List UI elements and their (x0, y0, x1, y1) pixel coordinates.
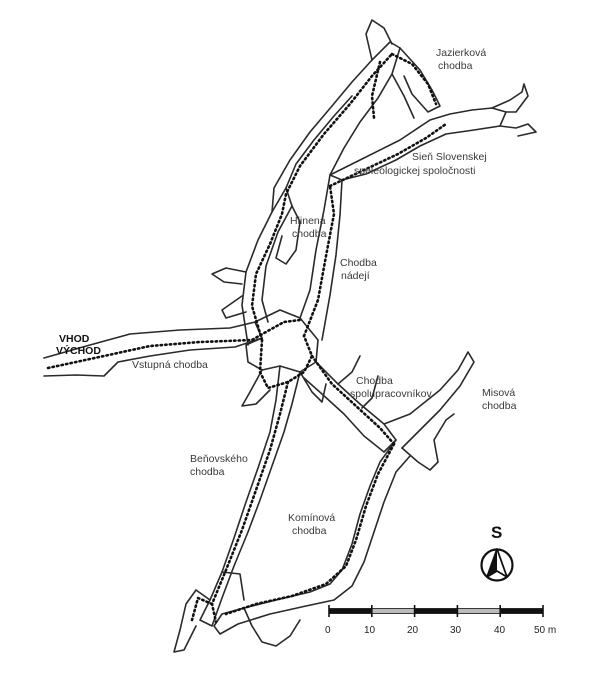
label-vhod: VHOD (59, 333, 90, 345)
scale-bar-graphic (328, 605, 544, 617)
label-nadeji-1: Chodba (340, 257, 377, 269)
label-misova-1: Misová (482, 387, 515, 399)
north-arrow: S (480, 523, 514, 582)
scale-segment (371, 608, 415, 614)
label-hlinena-2: chodba (292, 228, 327, 240)
map-labels: VHOD VÝCHOD Jazierková chodba Sieň Slove… (56, 47, 517, 537)
label-kominova-1: Komínová (288, 512, 335, 524)
scale-tick-20: 20 (407, 625, 419, 636)
label-spolu-1: Chodba (356, 375, 393, 387)
scale-bar: 0 10 20 30 40 50 m (325, 605, 556, 636)
label-sien-2: speleologickej spoločnosti (354, 165, 475, 177)
label-spolu-2: spolupracovníkov (350, 388, 432, 400)
label-hlinena-1: Hlinená (290, 215, 326, 227)
label-benovskeho-2: chodba (190, 466, 225, 478)
label-vychod: VÝCHOD (56, 344, 101, 357)
scale-tick-30: 30 (450, 625, 462, 636)
label-jazierkova-1: Jazierková (436, 47, 486, 59)
survey-line (46, 52, 448, 624)
scale-tick-10: 10 (364, 625, 376, 636)
label-sien-1: Sieň Slovenskej (412, 151, 487, 163)
scale-tick-0: 0 (325, 625, 331, 636)
label-nadeji-2: nádejí (341, 270, 370, 282)
cave-passage-walls (43, 19, 537, 653)
label-jazierkova-2: chodba (438, 60, 473, 72)
scale-segment (456, 608, 501, 614)
scale-segment (414, 608, 458, 614)
compass-arrow-icon (480, 548, 514, 582)
scale-tick-40: 40 (494, 625, 506, 636)
scale-segment (499, 608, 544, 614)
label-benovskeho-1: Beňovského (190, 453, 248, 465)
label-misova-2: chodba (482, 400, 517, 412)
scale-segment (328, 608, 373, 614)
label-vstupna: Vstupná chodba (132, 359, 208, 371)
label-kominova-2: chodba (292, 525, 327, 537)
scale-tick-50: 50 m (534, 625, 556, 636)
north-letter: S (491, 523, 502, 542)
